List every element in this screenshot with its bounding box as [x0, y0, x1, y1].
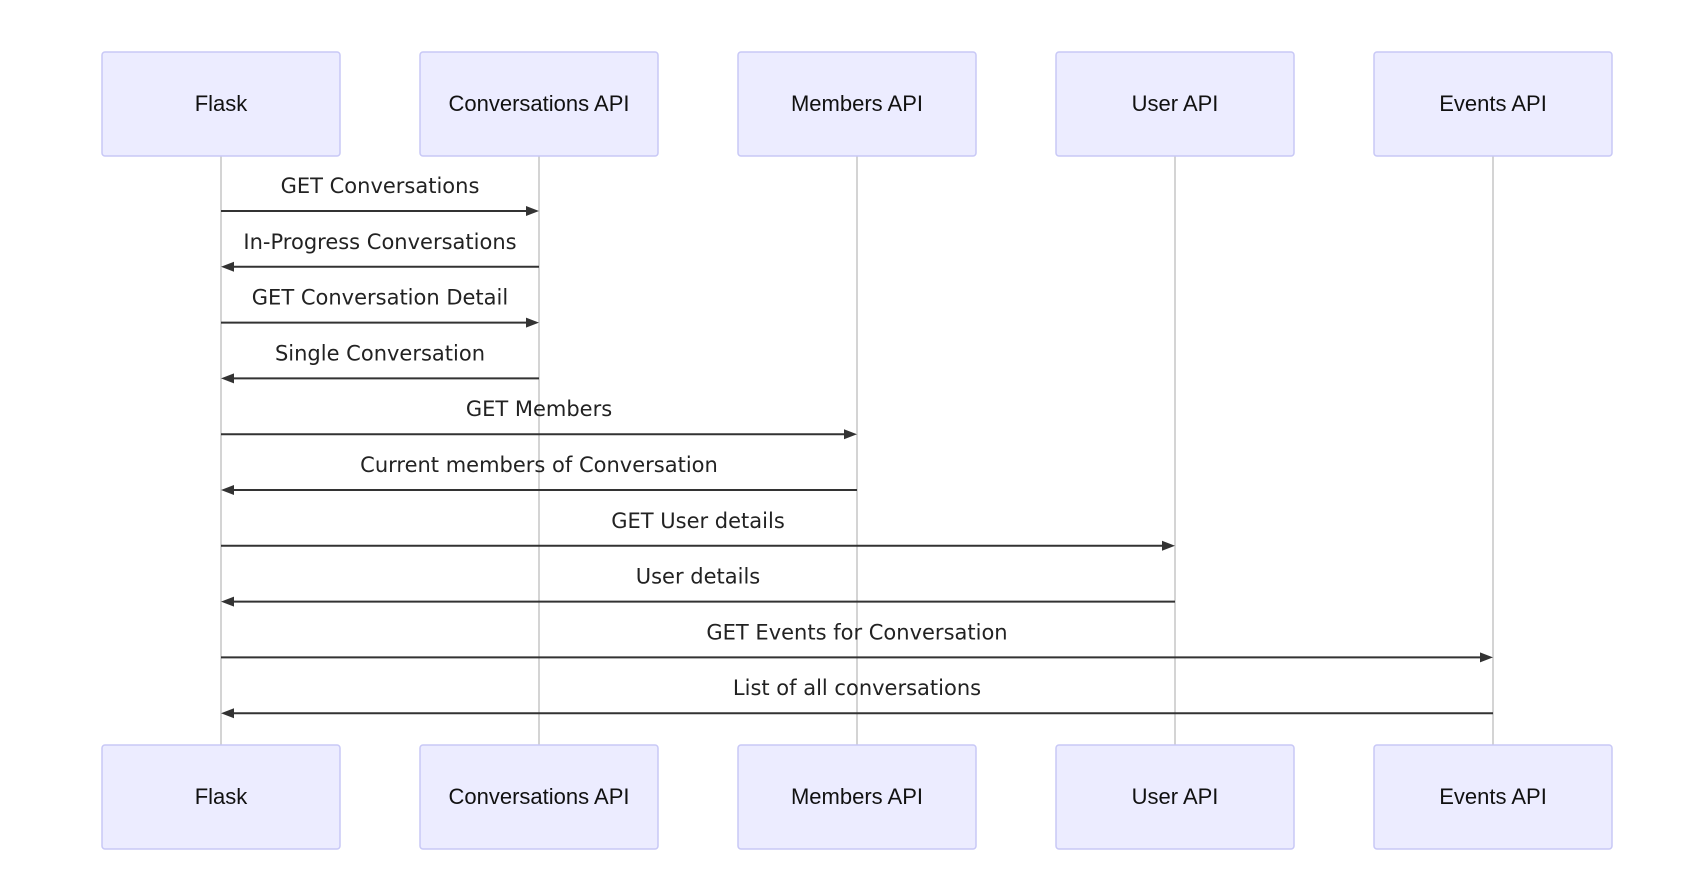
actor-label: User API — [1132, 91, 1219, 116]
message-6: Current members of Conversation — [221, 453, 857, 495]
actor-user-bottom: User API — [1055, 744, 1295, 850]
message-label: GET Members — [466, 397, 612, 421]
arrowhead-icon — [1162, 540, 1175, 551]
arrowhead-icon — [526, 317, 539, 328]
arrowhead-icon — [221, 261, 234, 272]
actor-box — [1055, 744, 1295, 850]
arrowhead-icon — [844, 429, 857, 440]
actor-box — [419, 744, 659, 850]
message-label: GET Conversation Detail — [252, 286, 508, 310]
arrowhead-icon — [526, 206, 539, 216]
message-label: In-Progress Conversations — [243, 230, 516, 254]
actor-label: Events API — [1439, 91, 1547, 116]
message-10: List of all conversations — [221, 676, 1493, 719]
actor-events-top: Events API — [1373, 51, 1613, 157]
message-1: GET Conversations — [221, 174, 539, 216]
arrowhead-icon — [221, 485, 234, 495]
actor-box — [737, 744, 977, 850]
actor-box — [101, 744, 341, 850]
lifelines — [220, 156, 1494, 745]
actor-box — [1055, 51, 1295, 157]
message-2: In-Progress Conversations — [221, 230, 539, 272]
actor-members-bottom: Members API — [737, 744, 977, 850]
arrowhead-icon — [221, 708, 234, 719]
message-5: GET Members — [221, 397, 857, 440]
actor-user-top: User API — [1055, 51, 1295, 157]
arrowhead-icon — [221, 596, 234, 607]
actor-label: Events API — [1439, 784, 1547, 809]
message-8: User details — [221, 565, 1175, 607]
message-label: User details — [636, 565, 761, 589]
actor-conversations-top: Conversations API — [419, 51, 659, 157]
actor-label: User API — [1132, 784, 1219, 809]
message-4: Single Conversation — [221, 341, 539, 384]
actor-box — [1373, 744, 1613, 850]
message-label: Single Conversation — [275, 341, 485, 365]
actors-bottom: Flask Conversations API Members API User AP… — [101, 744, 1613, 850]
actor-label: Conversations API — [449, 91, 630, 116]
actor-box — [1373, 51, 1613, 157]
actor-label: Flask — [195, 784, 249, 809]
message-label: GET User details — [611, 509, 785, 533]
message-3: GET Conversation Detail — [221, 286, 539, 328]
actor-label: Members API — [791, 91, 923, 116]
actor-label: Members API — [791, 784, 923, 809]
actor-box — [737, 51, 977, 157]
arrowhead-icon — [1480, 652, 1493, 663]
actor-events-bottom: Events API — [1373, 744, 1613, 850]
arrowhead-icon — [221, 373, 234, 384]
actor-conversations-bottom: Conversations API — [419, 744, 659, 850]
actor-label: Flask — [195, 91, 249, 116]
actor-flask-top: Flask — [101, 51, 341, 157]
message-label: GET Events for Conversation — [706, 620, 1007, 644]
actors-top: Flask Conversations API Members API User AP… — [101, 51, 1613, 157]
message-9: GET Events for Conversation — [221, 620, 1493, 663]
actor-flask-bottom: Flask — [101, 744, 341, 850]
message-label: GET Conversations — [281, 174, 480, 198]
message-label: Current members of Conversation — [360, 453, 718, 477]
actor-label: Conversations API — [449, 784, 630, 809]
actor-members-top: Members API — [737, 51, 977, 157]
message-7: GET User details — [221, 509, 1175, 551]
message-label: List of all conversations — [733, 676, 981, 700]
actor-box — [101, 51, 341, 157]
actor-box — [419, 51, 659, 157]
